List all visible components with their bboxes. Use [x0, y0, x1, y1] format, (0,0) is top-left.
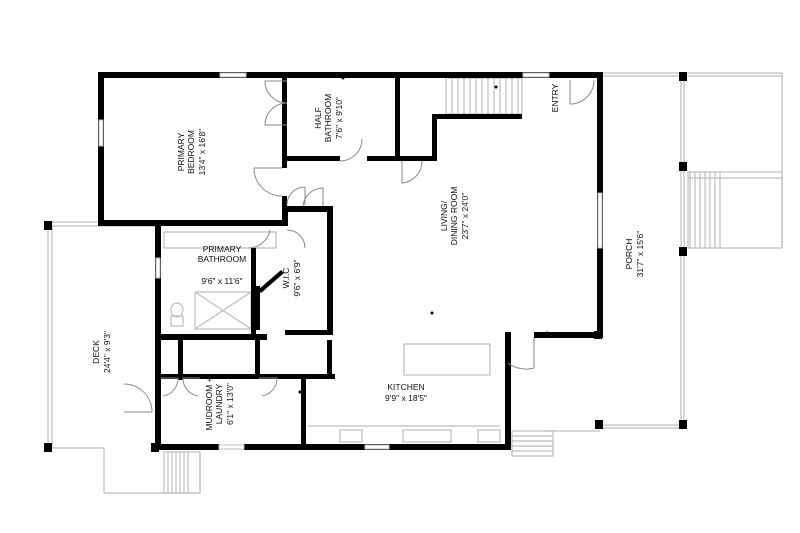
- room-dims: 9'9" x 18'5": [385, 393, 427, 403]
- room-dims: 9'6" x 11'6": [201, 276, 242, 286]
- posts: [44, 72, 687, 452]
- interior-stairs: [445, 77, 523, 115]
- porch-stairs: [687, 171, 783, 249]
- room-label-wic: W.I.C 9'6" x 6'9": [281, 259, 302, 296]
- room-label-half-bathroom: HALFBATHROOM 7'6" x 9'10": [313, 94, 344, 142]
- windows: [98, 72, 603, 450]
- room-name: ENTRY: [550, 83, 560, 112]
- room-label-porch: PORCH 31'7" x 15'6": [624, 231, 645, 278]
- doors: [123, 79, 595, 413]
- room-dims: 9'6" x 6'9": [292, 259, 302, 296]
- room-dims: 6'1" x 13'0": [225, 383, 235, 425]
- kitchen-exterior-stairs: [511, 430, 554, 457]
- kitchen-fixtures: [308, 343, 501, 443]
- room-name: PRIMARYBEDROOM: [176, 130, 196, 174]
- room-dims: 23'7" x 24'0": [460, 193, 470, 240]
- room-name: KITCHEN: [387, 382, 424, 392]
- deck-stairs: [163, 451, 201, 494]
- room-name: MUDROOM +LAUNDRY: [204, 377, 224, 430]
- room-label-mudroom-laundry: MUDROOM +LAUNDRY 6'1" x 13'0": [204, 377, 235, 430]
- porch-outline: [545, 72, 783, 432]
- room-dims: 31'7" x 15'6": [635, 231, 645, 278]
- walls: [98, 72, 603, 450]
- fixture-dots: [189, 76, 549, 394]
- room-label-entry: ENTRY: [550, 83, 560, 112]
- closet-angle: [256, 270, 284, 330]
- room-dims: 24'4" x 9'3": [102, 331, 112, 373]
- room-name: W.I.C: [281, 268, 291, 289]
- room-name: HALFBATHROOM: [313, 94, 333, 142]
- room-dims: 13'4" x 16'8": [197, 129, 207, 176]
- room-label-living-dining: LIVING/DINING ROOM 23'7" x 24'0": [439, 187, 470, 246]
- room-name: LIVING/DINING ROOM: [439, 187, 459, 246]
- room-name: PORCH: [624, 239, 634, 270]
- room-label-deck: DECK 24'4" x 9'3": [91, 331, 112, 373]
- room-label-kitchen: KITCHEN 9'9" x 18'5": [385, 382, 427, 403]
- room-name: DECK: [91, 340, 101, 364]
- room-dims: 7'6" x 9'10": [334, 97, 344, 139]
- room-label-primary-bedroom: PRIMARYBEDROOM 13'4" x 16'8": [176, 129, 207, 176]
